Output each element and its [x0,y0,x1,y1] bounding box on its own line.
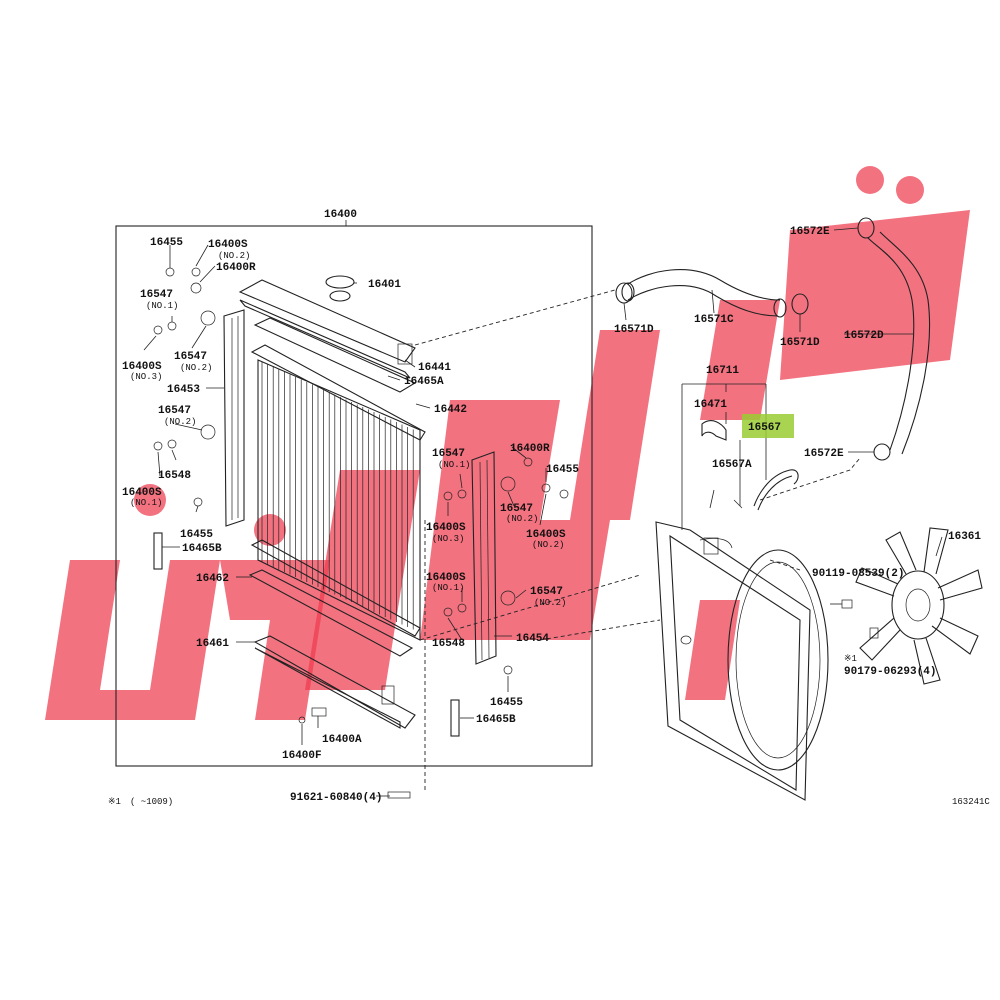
label-16465a[interactable]: 16465A [404,376,444,388]
label-16571c[interactable]: 16571C [694,314,734,326]
label-16455[interactable]: 16455 [490,697,523,709]
label-16400s[interactable]: 16400S [426,572,466,584]
left-side-support [223,309,245,527]
label-90119[interactable]: 90119-08539(2) [812,568,904,580]
radiator-core [250,344,426,641]
fasteners [153,267,569,799]
label-16441[interactable]: 16441 [418,362,451,374]
label-16547[interactable]: 16547 [432,448,465,460]
label-16453[interactable]: 16453 [167,384,200,396]
label-16572e[interactable]: 16572E [804,448,844,460]
label-sub: (NO.2) [180,363,212,373]
cushion-strip-right [450,699,460,737]
label-sub: (NO.2) [506,514,538,524]
fan-shroud [655,521,829,801]
label-sub: (NO.3) [432,534,464,544]
label-16442[interactable]: 16442 [434,404,467,416]
label-sub: (NO.1) [146,301,178,311]
watermark-logo [45,166,970,720]
radiator-cap [325,275,355,302]
label-16361[interactable]: 16361 [948,531,981,543]
part-labels: 16400 16455 16400S (NO.2) 16400R 16401 1… [122,209,981,804]
label-16547[interactable]: 16547 [174,351,207,363]
label-sub: (NO.2) [164,417,196,427]
label-16572d[interactable]: 16572D [844,330,884,342]
label-16462[interactable]: 16462 [196,573,229,585]
label-16711[interactable]: 16711 [706,365,739,377]
reservoir-bracket [681,383,799,530]
highlight-box [742,414,794,438]
label-16400s[interactable]: 16400S [122,487,162,499]
right-side-support [471,451,497,665]
label-sub: (NO.1) [432,583,464,593]
label-16454[interactable]: 16454 [516,633,549,645]
upper-radiator-hose [621,269,787,318]
label-16571d[interactable]: 16571D [780,337,820,349]
label-16547[interactable]: 16547 [140,289,173,301]
label-16400s[interactable]: 16400S [526,529,566,541]
label-16547[interactable]: 16547 [500,503,533,515]
cushion-strip-left [153,532,163,570]
label-90179[interactable]: 90179-06293(4) [844,666,936,678]
label-16461[interactable]: 16461 [196,638,229,650]
footnote-range: ( ~1009) [130,797,173,807]
label-sub: (NO.3) [130,372,162,382]
label-16567a[interactable]: 16567A [712,459,752,471]
label-sub: (NO.2) [532,540,564,550]
label-sub: (NO.1) [438,460,470,470]
label-16465b[interactable]: 16465B [182,543,222,555]
footnote-mark: ※1 [108,797,121,807]
label-16401[interactable]: 16401 [368,279,401,291]
label-16400s[interactable]: 16400S [426,522,466,534]
footnote: ※1 ( ~1009) [108,797,173,807]
leader-lines [143,227,943,797]
label-16567[interactable]: 16567 [748,422,781,434]
hose-clamp-d [873,443,891,461]
cooling-fan [855,527,983,685]
label-16455[interactable]: 16455 [546,464,579,476]
label-16455[interactable]: 16455 [180,529,213,541]
lower-radiator-hose [867,231,931,455]
label-91621[interactable]: 91621-60840(4) [290,792,382,804]
label-16548[interactable]: 16548 [158,470,191,482]
label-16471[interactable]: 16471 [694,399,727,411]
label-16400r[interactable]: 16400R [510,443,550,455]
upper-tank-gasket [253,317,417,393]
label-16400s[interactable]: 16400S [122,361,162,373]
label-sub: (NO.2) [218,251,250,261]
label-sub: (NO.1) [130,498,162,508]
label-16400[interactable]: 16400 [324,209,357,221]
label-16547[interactable]: 16547 [158,405,191,417]
label-16547[interactable]: 16547 [530,586,563,598]
label-16400s[interactable]: 16400S [208,239,248,251]
note-mark: ※1 [844,654,857,664]
label-16400r[interactable]: 16400R [216,262,256,274]
label-16572e[interactable]: 16572E [790,226,830,238]
fan-bolts [830,599,879,639]
label-16400f[interactable]: 16400F [282,750,322,762]
radiator-upper-tank [238,279,416,379]
label-16465b[interactable]: 16465B [476,714,516,726]
label-16455[interactable]: 16455 [150,237,183,249]
dashed-leaders [414,289,861,790]
lower-tank-gasket [248,569,414,657]
radiator-lower-tank [253,635,416,729]
label-16548[interactable]: 16548 [432,638,465,650]
label-16571d[interactable]: 16571D [614,324,654,336]
label-16400a[interactable]: 16400A [322,734,362,746]
label-sub: (NO.2) [534,598,566,608]
assembly-frame [115,225,593,767]
diagram-code: 163241C [952,797,990,807]
